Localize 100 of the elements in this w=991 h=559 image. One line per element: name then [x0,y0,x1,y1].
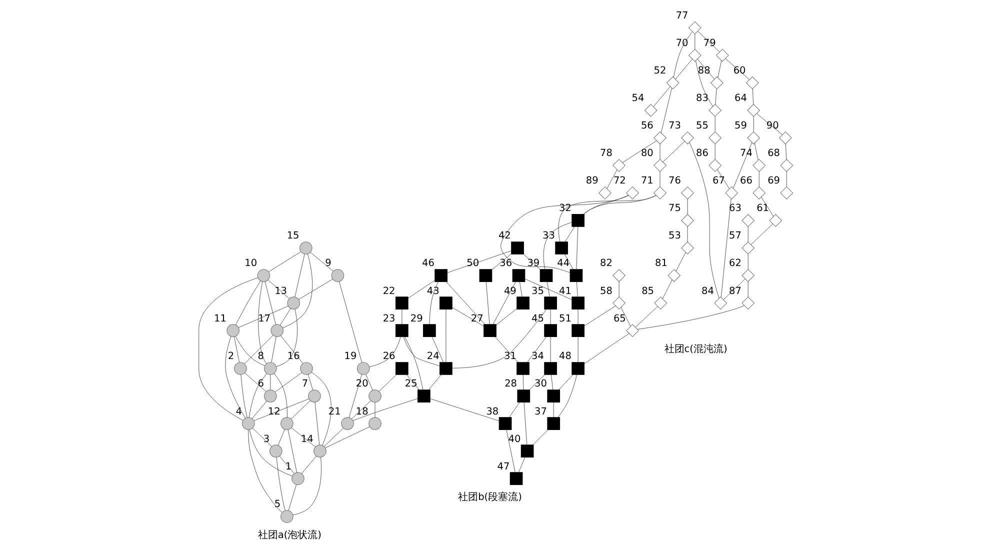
node-label: 32 [559,203,572,214]
node-diamond [681,131,694,144]
node-label: 26 [382,351,396,362]
label: 社团a(泡状流) [258,530,322,541]
connector [694,34,696,50]
connector [249,429,292,476]
node-label: 56 [640,120,654,132]
node-diamond [714,296,728,310]
node-label: 55 [696,120,708,132]
node-box [540,269,553,282]
node-box [547,390,560,402]
node-label: 9 [325,258,332,270]
connector [288,430,298,473]
node-diamond [778,131,792,144]
node-label: 24 [426,351,440,362]
node-box [572,362,584,375]
connector [492,281,516,325]
node-label: 35 [531,286,544,297]
node-label: 53 [668,230,681,242]
node-circle [280,417,294,430]
connector [785,144,787,160]
node-box [396,362,408,375]
connector [558,374,574,390]
connector [687,226,688,242]
connector [676,252,686,272]
node-circle [308,390,321,402]
node-diamond [681,241,694,255]
connector [524,402,528,446]
node-label: 18 [356,406,368,418]
connector [697,58,714,80]
node-label: 58 [600,286,612,297]
node-label: 77 [676,10,688,22]
node-label: 43 [426,286,440,297]
node-box [520,444,534,458]
connector [606,169,618,189]
connector [675,58,693,80]
connector [268,252,302,272]
node-diamond [681,186,694,200]
node-diamond [780,158,794,172]
node-circle [257,269,270,282]
node-box [498,417,512,430]
node-label: 50 [466,258,480,270]
connector [496,308,517,326]
connector [754,142,758,160]
node-diamond [688,48,702,62]
node-diamond [708,104,722,117]
node-diamond [769,214,782,228]
connector [758,171,760,187]
connector [280,335,304,364]
connector [252,400,267,419]
connector [301,456,317,474]
connector [429,282,438,324]
node-label: 34 [531,351,544,362]
node-circle [242,417,255,430]
node-circle [356,362,370,375]
node-label: 89 [586,176,598,187]
connector [369,336,401,368]
node-diamond [612,268,626,282]
connector [291,428,316,448]
connector [198,278,258,421]
node-circle [368,390,382,402]
connector [532,430,548,446]
node-label: 57 [729,230,742,242]
connector [523,254,540,270]
node-diamond [747,131,760,144]
connector [687,198,688,214]
node-box [516,296,530,310]
node-label: 59 [734,120,747,132]
connector [378,374,396,392]
connector [529,374,546,390]
node-label: 62 [729,258,742,270]
connector [404,336,424,390]
node-box [511,242,524,254]
connector [339,281,362,363]
node-box [544,362,557,375]
connector [506,430,516,473]
node-box [517,390,530,402]
node-box [510,472,523,486]
connector [492,253,512,270]
connector [278,429,285,446]
connector [584,306,616,326]
node-label: 79 [703,38,716,50]
node-label: 15 [286,230,300,242]
node-label: 85 [642,286,654,297]
node-diamond [644,104,658,117]
connector [698,31,720,52]
node-diamond [653,186,667,200]
node-label: 41 [559,286,572,297]
node-label: 1 [285,461,292,472]
node-label: 47 [497,461,510,472]
node-diamond [746,76,759,90]
node-diamond [598,186,612,200]
node-diamond [653,131,667,144]
node-label: 67 [712,176,725,187]
connector [271,336,276,362]
connector [324,428,344,447]
connector [660,88,672,133]
connector [348,374,362,418]
connector [270,374,271,390]
node-diamond [654,296,668,310]
